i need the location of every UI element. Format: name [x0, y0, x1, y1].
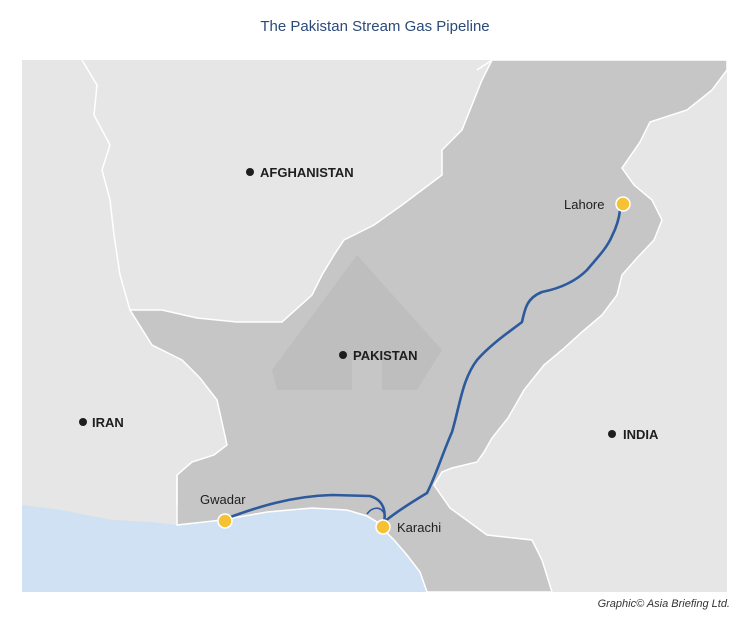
karachi-marker	[375, 519, 391, 535]
afghanistan-marker	[246, 168, 254, 176]
country-label-pakistan: PAKISTAN	[353, 348, 418, 363]
lahore-marker	[615, 196, 631, 212]
city-label-karachi: Karachi	[397, 520, 441, 535]
afghanistan-north-border	[476, 60, 493, 71]
pakistan-marker	[339, 351, 347, 359]
city-label-gwadar: Gwadar	[200, 492, 246, 507]
gas-pipeline	[223, 208, 622, 529]
map: AFGHANISTAN PAKISTAN IRAN INDIA Lahore G…	[22, 60, 727, 592]
iran-marker	[79, 418, 87, 426]
pakistan-territory	[128, 60, 727, 592]
gas-pipeline-loop	[366, 507, 385, 515]
map-title: The Pakistan Stream Gas Pipeline	[260, 18, 490, 35]
country-label-iran: IRAN	[92, 415, 124, 430]
gwadar-marker	[217, 513, 233, 529]
country-label-afghanistan: AFGHANISTAN	[260, 165, 354, 180]
arabian-sea	[22, 505, 427, 592]
watermark-shape	[272, 255, 442, 390]
graphic-credit: Graphic© Asia Briefing Ltd.	[597, 598, 730, 610]
iran-afghanistan-border	[81, 60, 131, 311]
country-label-india: INDIA	[623, 427, 659, 442]
city-label-lahore: Lahore	[564, 197, 604, 212]
india-marker	[608, 430, 616, 438]
logo-watermark	[272, 255, 442, 390]
